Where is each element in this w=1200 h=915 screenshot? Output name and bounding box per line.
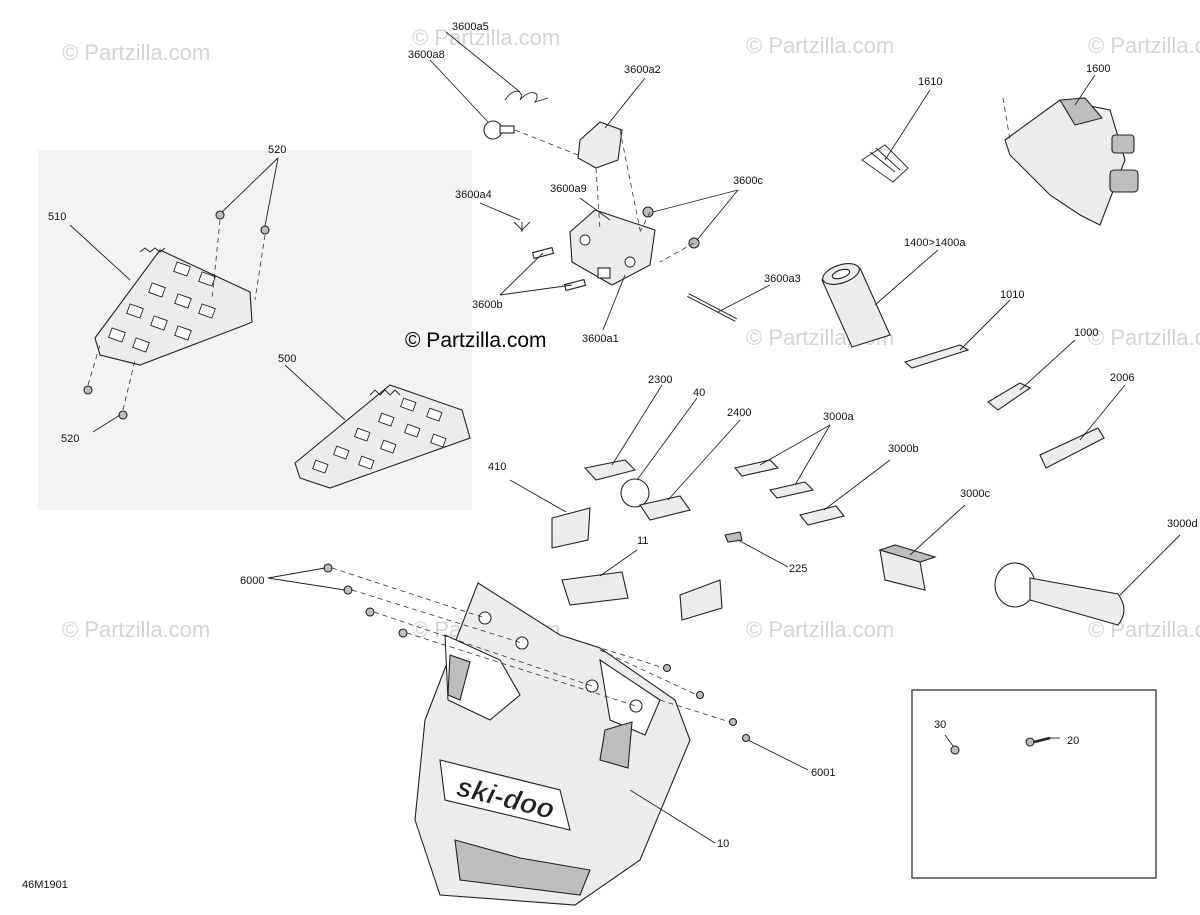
watermark: © Partzilla.com <box>62 40 210 65</box>
callout-40: 40 <box>693 387 705 399</box>
callout-6001: 6001 <box>811 767 835 779</box>
part-2006-label <box>1039 427 1105 469</box>
watermark: © Partzilla.com <box>746 617 894 642</box>
callout-510: 510 <box>48 211 66 223</box>
callout-3600a4: 3600a4 <box>455 189 492 201</box>
callout-30: 30 <box>934 719 946 731</box>
part-1400-roller <box>821 263 891 348</box>
part-30-nut <box>950 745 960 755</box>
callout-3600a1: 3600a1 <box>582 333 619 345</box>
callout-3000b: 3000b <box>888 443 919 455</box>
callout-3600b: 3600b <box>472 299 503 311</box>
watermark: © Partzilla.com <box>412 25 560 50</box>
part-40-emblem <box>620 478 650 508</box>
hardware-inset-box <box>911 689 1157 879</box>
callout-1000: 1000 <box>1074 327 1098 339</box>
part-3000d-horn <box>994 562 1125 626</box>
part-3000a-decal <box>733 459 780 477</box>
drawing-code: 46M1901 <box>22 879 68 891</box>
watermark: © Partzilla.com <box>1088 33 1200 58</box>
part-2300-decal <box>583 459 637 481</box>
callout-225: 225 <box>789 563 807 575</box>
callout-labels: 3600a5 3600a8 3600a2 1610 1600 520 510 3… <box>48 21 1198 850</box>
callout-500: 500 <box>278 353 296 365</box>
callout-1610: 1610 <box>918 76 942 88</box>
callout-2300: 2300 <box>648 374 672 386</box>
part-1600-bracket <box>1002 97 1139 226</box>
part-6000-screws <box>323 563 637 707</box>
callout-3000a: 3000a <box>823 411 854 423</box>
part-510-footrest <box>94 247 253 366</box>
part-3000c-holder <box>878 544 937 591</box>
part-3600-hitch-group <box>483 90 737 322</box>
part-2400-decal <box>639 495 691 521</box>
watermark: © Partzilla.com <box>62 617 210 642</box>
watermark: © Partzilla.com <box>746 33 894 58</box>
callout-3600a2: 3600a2 <box>624 64 661 76</box>
callout-3600c: 3600c <box>733 175 763 187</box>
part-410-decal <box>551 507 591 549</box>
callout-520-top: 520 <box>268 144 286 156</box>
part-3000a-decal <box>799 505 845 526</box>
part-20-screw <box>1025 736 1051 747</box>
part-1010-decal <box>903 344 970 369</box>
callout-10: 10 <box>717 838 729 850</box>
callout-3600a8: 3600a8 <box>408 49 445 61</box>
part-225-clip <box>724 531 743 543</box>
part-11-lens <box>561 571 629 606</box>
callout-3600a9: 3600a9 <box>550 183 587 195</box>
part-1000-decal <box>987 382 1032 411</box>
callout-3600a3: 3600a3 <box>764 273 801 285</box>
callout-2400: 2400 <box>727 407 751 419</box>
callout-520-bottom: 520 <box>61 433 79 445</box>
callout-2006: 2006 <box>1110 372 1134 384</box>
callout-1600: 1600 <box>1086 63 1110 75</box>
part-6001-nuts <box>559 634 751 743</box>
callout-6000: 6000 <box>240 575 264 587</box>
callout-410: 410 <box>488 461 506 473</box>
callout-3000d: 3000d <box>1167 518 1198 530</box>
watermark: © Partzilla.com <box>1088 325 1200 350</box>
leader-lines <box>69 31 1181 844</box>
part-500-footrest <box>294 384 471 489</box>
main-watermark: © Partzilla.com <box>405 329 547 352</box>
callout-11: 11 <box>637 535 648 547</box>
part-3000a-decal <box>768 481 815 499</box>
part-10-front-cowl: ski-doo <box>414 582 691 906</box>
part-1610-clip <box>861 144 909 183</box>
part-520-nuts <box>83 210 270 420</box>
callout-1010: 1010 <box>1000 289 1024 301</box>
callout-1400: 1400>1400a <box>904 237 966 249</box>
callout-3600a5: 3600a5 <box>452 21 489 33</box>
callout-3000c: 3000c <box>960 488 990 500</box>
decal-side <box>679 579 723 621</box>
callout-20: 20 <box>1067 735 1079 747</box>
